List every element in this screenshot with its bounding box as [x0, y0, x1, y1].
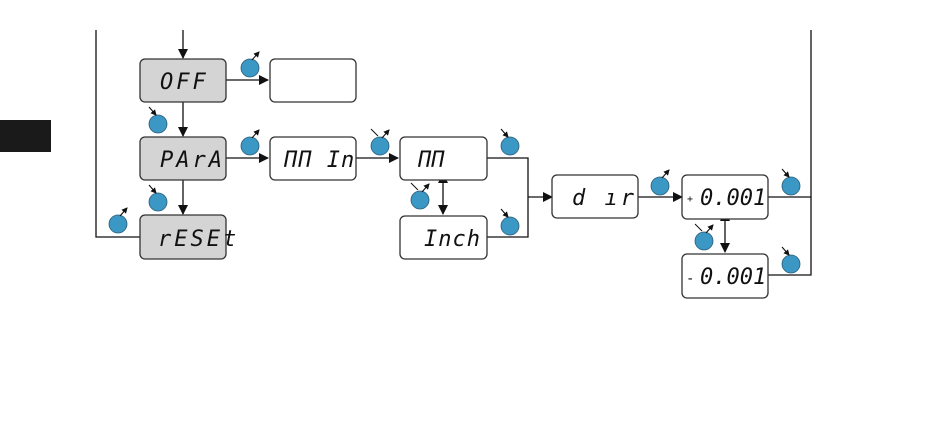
minus-sign: -	[686, 271, 694, 287]
mm-label: ΠΠ	[417, 148, 445, 173]
button-reset-set-icon	[109, 208, 127, 233]
menu-box-off-result	[270, 59, 356, 102]
button-dir-set-icon	[651, 170, 669, 195]
button-mm-confirm-icon	[501, 129, 519, 155]
inch-label: Inch	[424, 227, 481, 252]
button-off-next-icon	[149, 107, 167, 133]
para-label: PArA	[160, 148, 225, 173]
dir-label: d ır	[572, 186, 637, 211]
mm-in-label: ΠΠ In	[283, 148, 355, 173]
off-label: OFF	[160, 70, 209, 95]
plus-value: 0.001	[700, 186, 766, 211]
button-para-set-icon	[241, 130, 259, 155]
line-plus-return	[768, 30, 811, 197]
button-inch-confirm-icon	[501, 209, 519, 235]
plus-sign: +	[687, 194, 693, 205]
button-minus-confirm-icon	[782, 247, 800, 273]
button-para-next-icon	[149, 185, 167, 211]
minus-value: 0.001	[700, 265, 766, 290]
button-off-set-icon	[241, 52, 259, 77]
button-sign-toggle-icon	[695, 224, 713, 250]
reset-label: rESEt	[158, 227, 239, 252]
button-plus-confirm-icon	[782, 169, 800, 195]
line-reset-loop	[96, 30, 140, 237]
button-unit-toggle-icon	[411, 183, 429, 209]
button-mmin-set-icon	[371, 129, 389, 155]
